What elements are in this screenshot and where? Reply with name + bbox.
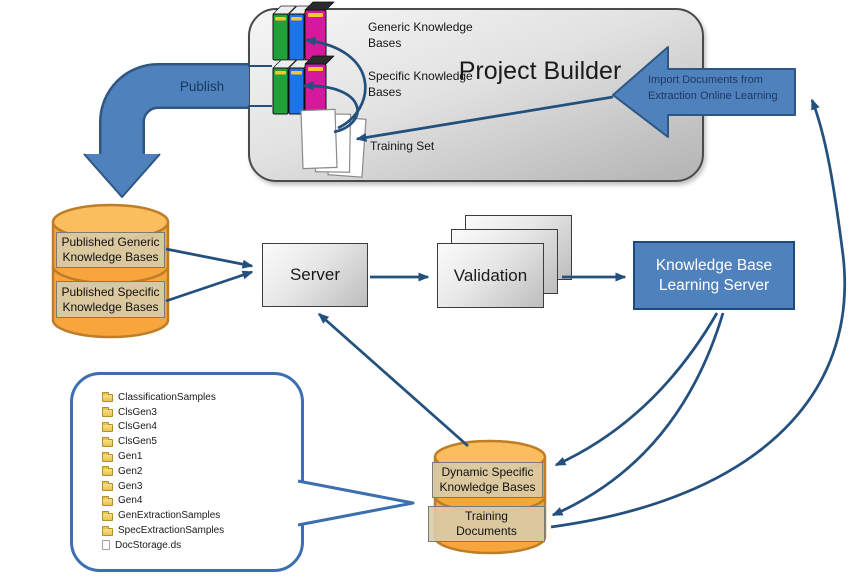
list-item-label: ClsGen4 bbox=[118, 421, 157, 433]
arrow-published-generic-to-server bbox=[165, 247, 254, 269]
folder-icon bbox=[102, 525, 113, 536]
folder-icon bbox=[102, 392, 113, 403]
project-builder-title: Project Builder bbox=[458, 57, 622, 85]
kb-learning-server-label: Knowledge Base Learning Server bbox=[655, 256, 773, 294]
list-item-label: Gen4 bbox=[118, 495, 143, 507]
published-generic-kb-label: Published Generic Knowledge Bases bbox=[56, 232, 165, 268]
list-item: Gen2 bbox=[102, 464, 297, 479]
folder-icon bbox=[102, 451, 113, 462]
list-item-label: GenExtractionSamples bbox=[118, 510, 221, 522]
server-box-label: Server bbox=[289, 265, 341, 284]
file-browser-list: ClassificationSamples ClsGen3 ClsGen4 Cl… bbox=[102, 390, 297, 553]
list-item-label: ClsGen5 bbox=[118, 436, 157, 448]
bubble-pointer bbox=[297, 479, 415, 527]
kb-learning-server-box: Knowledge Base Learning Server bbox=[633, 241, 795, 310]
server-box: Server bbox=[262, 243, 368, 307]
folder-icon bbox=[102, 510, 113, 521]
list-item: GenExtractionSamples bbox=[102, 508, 297, 523]
arrow-published-specific-to-server bbox=[165, 270, 254, 303]
validation-box: Validation bbox=[437, 243, 544, 308]
validation-box-label: Validation bbox=[453, 265, 528, 285]
folder-icon bbox=[102, 466, 113, 477]
import-arrow-label: Import Documents from Extraction Online … bbox=[648, 74, 778, 102]
folder-icon bbox=[102, 495, 113, 506]
list-item-label: Gen3 bbox=[118, 480, 143, 492]
list-item-label: ClassificationSamples bbox=[118, 391, 216, 403]
project-builder-box bbox=[248, 8, 704, 182]
arrow-kb-server-to-dynamic-specific bbox=[554, 312, 719, 467]
training-documents-label: Training Documents bbox=[428, 506, 545, 542]
list-item-label: Gen2 bbox=[118, 465, 143, 477]
list-item-label: SpecExtractionSamples bbox=[118, 525, 225, 537]
list-item: ClsGen4 bbox=[102, 420, 297, 435]
file-icon bbox=[102, 540, 110, 551]
folder-icon bbox=[102, 436, 113, 447]
specific-kb-label: Specific Knowledge Bases bbox=[368, 69, 473, 99]
list-item: Gen3 bbox=[102, 479, 297, 494]
list-item: ClsGen5 bbox=[102, 434, 297, 449]
generic-kb-label: Generic Knowledge Bases bbox=[368, 20, 473, 50]
dynamic-specific-kb-label: Dynamic Specific Knowledge Bases bbox=[432, 462, 543, 498]
list-item: SpecExtractionSamples bbox=[102, 523, 297, 538]
list-item-label: ClsGen3 bbox=[118, 406, 157, 418]
publish-arrow bbox=[83, 63, 249, 198]
arrow-dynamic-kb-to-server bbox=[317, 312, 469, 448]
list-item-label: Gen1 bbox=[118, 451, 143, 463]
folder-icon bbox=[102, 481, 113, 492]
folder-icon bbox=[102, 421, 113, 432]
list-item: Gen4 bbox=[102, 494, 297, 509]
list-item: ClassificationSamples bbox=[102, 390, 297, 405]
folder-icon bbox=[102, 407, 113, 418]
training-set-label: Training Set bbox=[370, 139, 435, 153]
list-item: Gen1 bbox=[102, 449, 297, 464]
list-item-label: DocStorage.ds bbox=[115, 539, 182, 551]
list-item: DocStorage.ds bbox=[102, 538, 297, 553]
arrow-kb-server-to-training-docs bbox=[551, 312, 725, 517]
list-item: ClsGen3 bbox=[102, 405, 297, 420]
published-specific-kb-label: Published Specific Knowledge Bases bbox=[56, 281, 165, 318]
publish-arrow-label: Publish bbox=[179, 79, 225, 94]
